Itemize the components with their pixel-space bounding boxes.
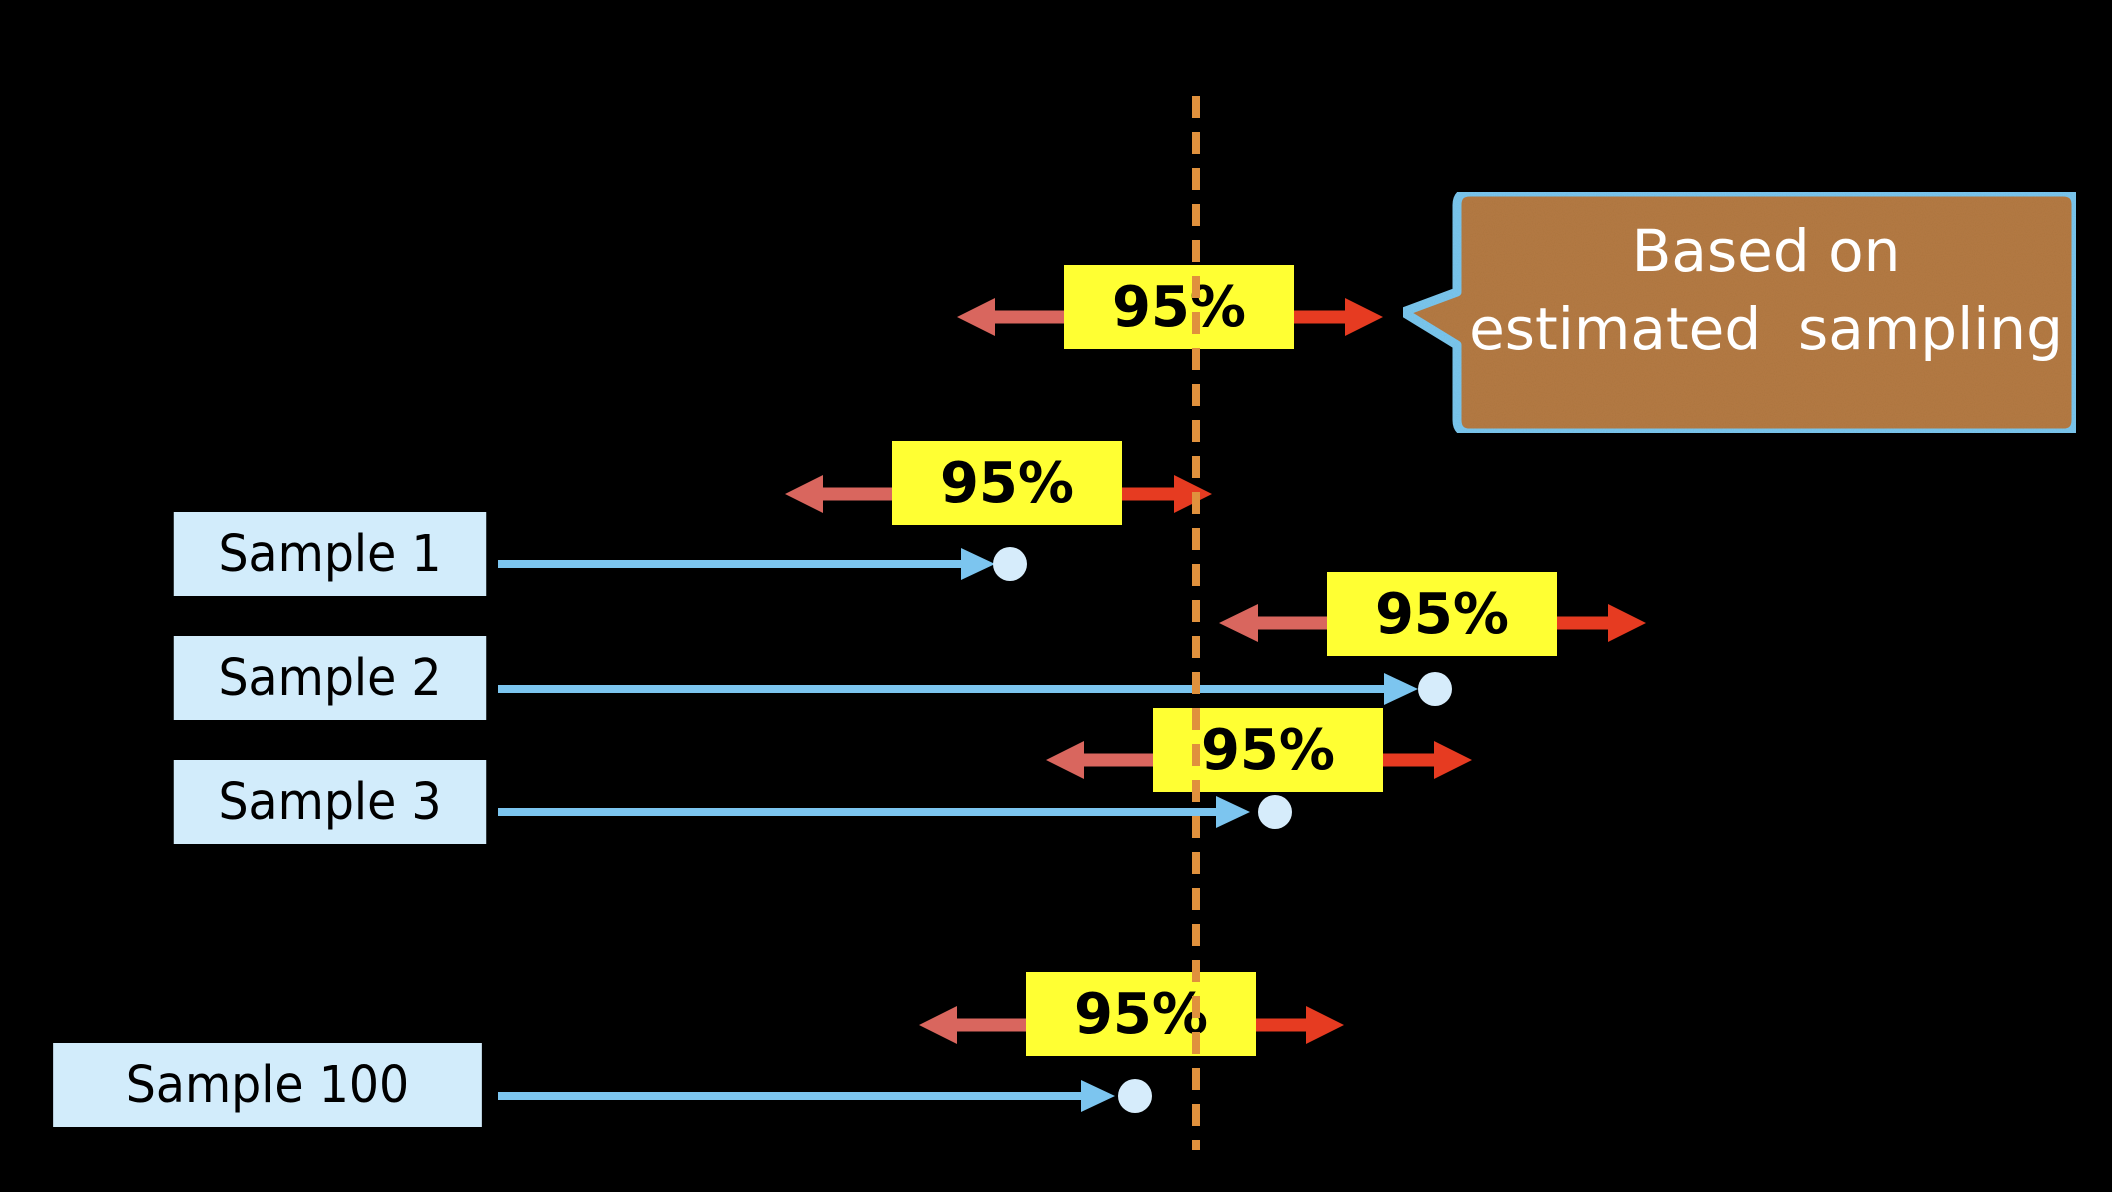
sample-3-ci-arrow <box>1046 741 1472 779</box>
sample-2-ci-label: 95% <box>1327 572 1557 656</box>
callout-text: Based on estimated sampling <box>1462 212 2070 368</box>
sample-100-label: Sample 100 <box>53 1043 482 1127</box>
sample-2-arrow <box>498 673 1418 705</box>
sample-1-ci-label: 95% <box>892 441 1122 525</box>
sample-3-estimate-point <box>1258 795 1292 829</box>
population-ci-label: 95% <box>1064 265 1294 349</box>
callout-line-1: Based on <box>1631 217 1901 285</box>
sample-1-estimate-point <box>993 547 1027 581</box>
sample-2-label: Sample 2 <box>173 636 487 720</box>
sample-100-estimate-point <box>1118 1079 1152 1113</box>
sample-2-estimate-point <box>1418 672 1452 706</box>
sample-3-ci-label: 95% <box>1153 708 1383 792</box>
sample-1-label: Sample 1 <box>173 512 487 596</box>
sample-100-arrow <box>498 1080 1115 1112</box>
sample-100-ci-label: 95% <box>1026 972 1256 1056</box>
sample-100-ci-arrow <box>919 1006 1344 1044</box>
callout-bubble <box>1398 187 2081 438</box>
sample-1-arrow <box>498 548 995 580</box>
sample-2-ci-arrow <box>1219 604 1646 642</box>
callout-line-2: estimated sampling <box>1469 295 2063 363</box>
sample-3-arrow <box>498 796 1250 828</box>
sample-1-ci-arrow <box>785 475 1212 513</box>
population-ci-arrow <box>957 298 1383 336</box>
sample-3-label: Sample 3 <box>173 760 487 844</box>
